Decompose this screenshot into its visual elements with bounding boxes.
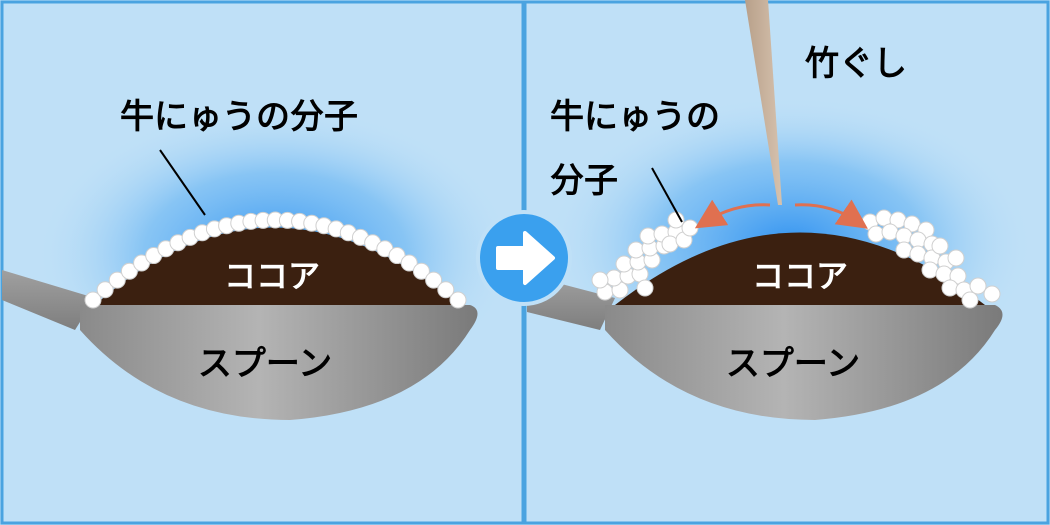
milk-molecule xyxy=(909,245,927,263)
right-leader-line xyxy=(651,167,683,223)
right-panel: 牛にゅうの 分子 竹ぐし ココア スプーン xyxy=(523,0,1050,525)
milk-molecule xyxy=(84,291,102,309)
left-spoon-handle xyxy=(2,270,95,330)
left-motion-arrow xyxy=(694,199,771,229)
right-cocoa-mound xyxy=(615,232,985,305)
milk-molecule xyxy=(969,277,987,295)
left-cocoa-mound xyxy=(95,227,460,305)
right-arrow-icon xyxy=(476,210,572,306)
milk-molecule xyxy=(388,247,406,265)
milk-molecule xyxy=(412,262,430,280)
milk-molecule xyxy=(947,249,965,267)
milk-molecule xyxy=(108,271,126,289)
milk-molecule xyxy=(133,254,151,272)
milk-molecule xyxy=(591,271,609,289)
milk-molecule xyxy=(895,241,913,259)
left-leader-line xyxy=(159,149,206,216)
milk-molecule xyxy=(449,291,467,309)
milk-molecule xyxy=(615,255,633,273)
right-spoon-label: スプーン xyxy=(726,344,860,384)
milk-molecule xyxy=(636,279,654,297)
milk-molecule xyxy=(96,281,114,299)
left-panel: 牛にゅうの分子 ココア スプーン xyxy=(0,0,525,525)
right-milk-molecules xyxy=(591,209,1001,309)
milk-molecule xyxy=(931,237,949,255)
milk-molecule xyxy=(867,225,885,243)
right-cocoa-label: ココア xyxy=(752,257,848,295)
right-milk-label-line1: 牛にゅうの xyxy=(550,97,720,137)
skewer-label: 竹ぐし xyxy=(805,44,907,84)
left-milk-label: 牛にゅうの分子 xyxy=(120,97,358,137)
milk-molecule xyxy=(627,241,645,259)
milk-molecule xyxy=(921,261,939,279)
milk-molecule xyxy=(425,271,443,289)
milk-molecule xyxy=(437,281,455,299)
right-motion-arrow xyxy=(794,199,868,229)
right-spoon-bowl xyxy=(605,305,1003,420)
left-spoon-bowl xyxy=(80,305,478,420)
milk-molecule xyxy=(639,227,657,245)
milk-molecule xyxy=(983,285,1001,303)
milk-molecule xyxy=(400,254,418,272)
milk-molecule xyxy=(605,269,623,287)
right-milk-label-line2: 分子 xyxy=(550,161,618,201)
bamboo-skewer xyxy=(745,0,782,205)
milk-molecule xyxy=(120,262,138,280)
milk-molecule xyxy=(961,291,979,309)
milk-molecule xyxy=(881,223,899,241)
milk-molecule xyxy=(941,279,959,297)
left-spoon-label: スプーン xyxy=(198,344,332,384)
left-cocoa-label: ココア xyxy=(224,257,320,295)
left-milk-molecules xyxy=(84,211,467,309)
milk-molecule xyxy=(661,235,679,253)
milk-molecule xyxy=(681,219,699,237)
